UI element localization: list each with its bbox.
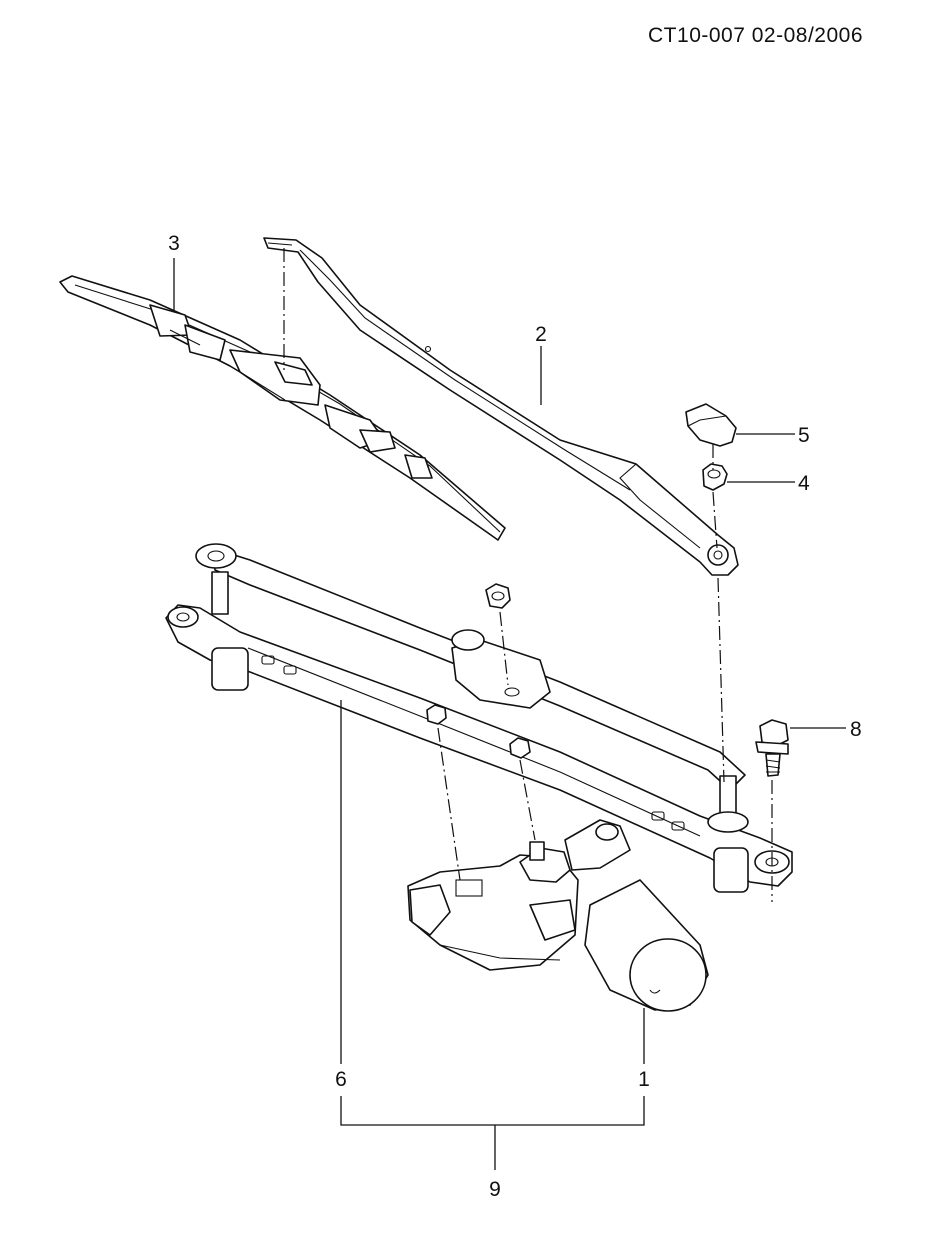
wiper-arm-cap xyxy=(685,403,737,447)
callout-4: 4 xyxy=(798,472,810,495)
callout-8: 8 xyxy=(850,718,862,741)
wiper-blade xyxy=(59,275,506,541)
callout-1: 1 xyxy=(638,1068,650,1091)
callout-6: 6 xyxy=(335,1068,347,1091)
document-code: CT10-007 02-08/2006 xyxy=(648,24,863,47)
callout-2: 2 xyxy=(535,323,547,346)
mounting-bolt xyxy=(755,719,789,777)
hex-nut-arm xyxy=(702,463,728,491)
wiper-linkage xyxy=(165,543,793,893)
wiper-motor xyxy=(407,819,709,1012)
callout-9: 9 xyxy=(489,1178,501,1201)
callout-3: 3 xyxy=(168,232,180,255)
callout-5: 5 xyxy=(798,424,810,447)
linkage-nuts xyxy=(426,583,531,759)
assembly-phantom-lines xyxy=(283,248,773,902)
callout-labels: 3 2 5 4 8 6 1 9 xyxy=(168,232,862,1201)
wiper-arm xyxy=(263,237,739,576)
leader-lines xyxy=(173,258,846,1170)
